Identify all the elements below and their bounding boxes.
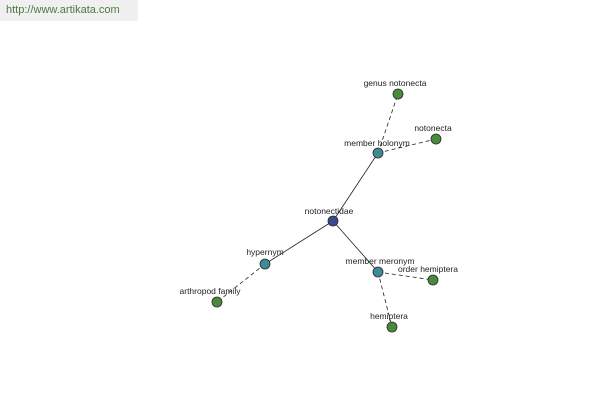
edge-member-holonym-genus-notonecta xyxy=(377,93,399,154)
order-hemiptera-label: order hemiptera xyxy=(398,264,458,274)
node-genus-notonecta[interactable]: genus notonecta xyxy=(364,78,427,100)
node-hemiptera[interactable]: hemiptera xyxy=(370,311,408,333)
node-hypernym[interactable]: hypernym xyxy=(246,247,284,270)
center-node-dot xyxy=(327,215,339,227)
node-notonecta[interactable]: notonecta xyxy=(414,123,452,145)
edge-center-member-meronym xyxy=(332,220,379,273)
hemiptera-label: hemiptera xyxy=(370,311,408,321)
member-meronym-label: member meronym xyxy=(346,256,415,266)
hemiptera-dot xyxy=(386,321,398,333)
member-holonym-dot xyxy=(372,147,384,159)
notonecta-label: notonecta xyxy=(414,123,452,133)
order-hemiptera-dot xyxy=(427,274,439,286)
source-link[interactable]: http://www.artikata.com xyxy=(6,4,120,16)
genus-notonecta-label: genus notonecta xyxy=(364,78,427,88)
node-order-hemiptera[interactable]: order hemiptera xyxy=(398,264,458,286)
arthropod-family-dot xyxy=(211,296,223,308)
source-bar: http://www.artikata.com xyxy=(0,0,138,21)
member-meronym-dot xyxy=(372,266,384,278)
hypernym-label: hypernym xyxy=(246,247,283,257)
arthropod-family-label: arthropod family xyxy=(180,286,242,296)
edge-center-member-holonym xyxy=(332,152,379,222)
member-holonym-label: member holonym xyxy=(344,138,410,148)
genus-notonecta-dot xyxy=(392,88,404,100)
edge-member-holonym-notonecta xyxy=(377,138,437,154)
node-member-meronym[interactable]: member meronym xyxy=(346,256,415,278)
node-center[interactable]: notonectidae xyxy=(305,206,354,227)
notonecta-dot xyxy=(430,133,442,145)
edge-member-meronym-hemiptera xyxy=(377,271,393,328)
center-node-label: notonectidae xyxy=(305,206,354,216)
node-member-holonym[interactable]: member holonym xyxy=(344,138,410,159)
edge-center-hypernym xyxy=(264,220,334,265)
edge-hypernym-arthropod-family xyxy=(216,263,266,303)
hypernym-dot xyxy=(259,258,271,270)
node-arthropod-family[interactable]: arthropod family xyxy=(180,286,242,308)
edge-member-meronym-order-hemiptera xyxy=(377,271,434,281)
